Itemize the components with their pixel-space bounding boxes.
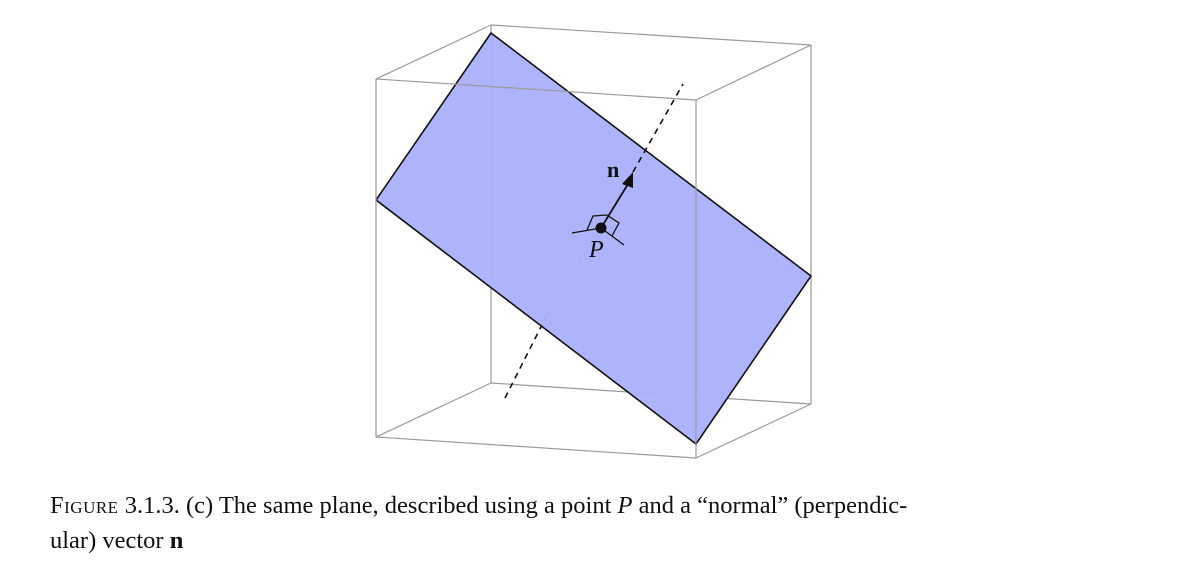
normal-line-hidden [504, 314, 548, 399]
box-front-edges [375, 78, 812, 459]
box-edge-back-bottom-left [375, 382, 492, 438]
point-p [595, 222, 607, 234]
right-angle-box-right [606, 214, 620, 237]
caption-text-part-1: (c) The same plane, described using a po… [185, 492, 612, 519]
box-edge-back-top-left [375, 24, 492, 80]
box-edge-back-top-right [695, 44, 812, 101]
figure-caption: Figure 3.1.3. (c) The same plane, descri… [50, 488, 1160, 558]
caption-text-part-3: ular) vector [50, 527, 164, 554]
box-edge-back-top [490, 24, 812, 46]
box-edge-front-bottom [375, 436, 697, 459]
caption-vector-symbol: n [169, 527, 184, 554]
normal-vector-shaft [600, 183, 629, 229]
normal-line-upper [632, 83, 684, 173]
normal-vector-label: n [607, 157, 619, 182]
box-edge-front-bottom-right [695, 403, 812, 459]
caption-figure-number: 3.1.3. [124, 492, 180, 519]
caption-point-symbol: P [617, 492, 633, 519]
point-p-label: P [588, 237, 604, 263]
box-edge-front-top [375, 78, 697, 101]
caption-text-part-2: and a “normal” (perpendic- [638, 492, 908, 519]
caption-figure-label: Figure [50, 492, 119, 519]
plane-normal-figure: P n [375, 24, 812, 459]
right-angle-box-left [586, 214, 608, 231]
normal-vector-arrowhead [622, 172, 633, 188]
